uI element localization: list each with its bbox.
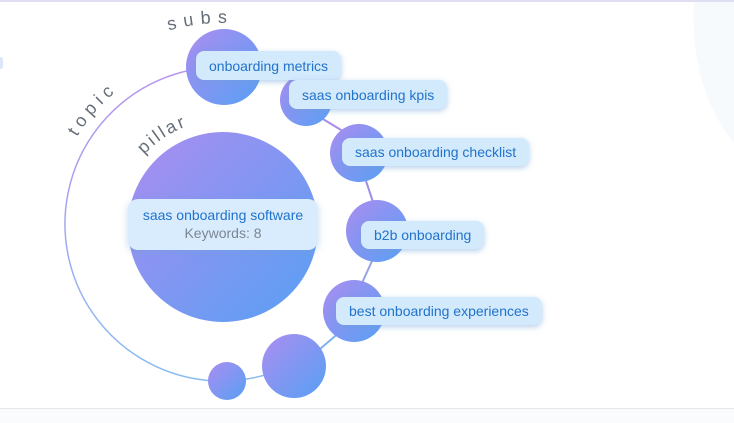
top-border-line — [0, 0, 734, 2]
connector-line — [361, 260, 373, 284]
bottom-divider-line — [0, 408, 734, 409]
connector-line — [365, 180, 374, 203]
pillar-chip-label: saas onboarding software — [142, 207, 304, 223]
pillar-chip[interactable]: saas onboarding software Keywords: 8 — [128, 199, 318, 250]
subtopic-chip-saas-onboarding-checklist[interactable]: saas onboarding checklist — [342, 138, 530, 166]
subtopic-chip-b2b-onboarding[interactable]: b2b onboarding — [361, 221, 485, 249]
ring-label-topic: topic — [63, 78, 121, 139]
decorative-corner-blob — [693, 0, 734, 143]
subtopic-chip-onboarding-metrics[interactable]: onboarding metrics — [196, 51, 342, 80]
cluster-ring — [64, 66, 294, 382]
subtopic-chip-best-onboarding-experiences[interactable]: best onboarding experiences — [336, 297, 542, 325]
subtopic-circle-small[interactable] — [208, 362, 246, 400]
pillar-chip-keywords-count: Keywords: 8 — [184, 225, 262, 241]
subtopic-chip-saas-onboarding-kpis[interactable]: saas onboarding kpis — [289, 80, 448, 109]
subtopic-circle-medium[interactable] — [262, 334, 326, 398]
bottom-strip — [0, 409, 734, 423]
left-edge-marker — [0, 57, 3, 69]
